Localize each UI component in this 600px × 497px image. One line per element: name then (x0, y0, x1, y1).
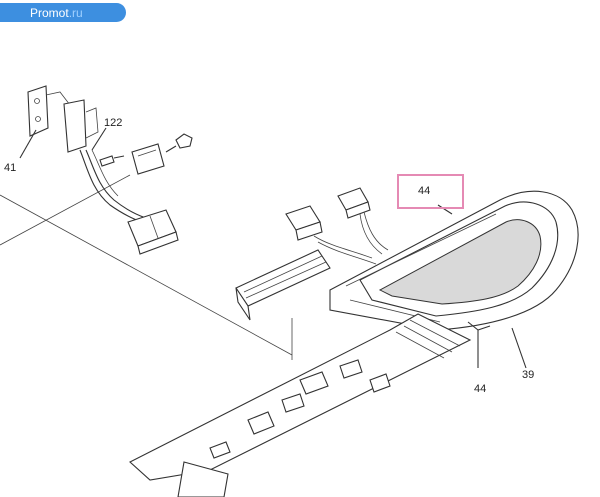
callout-41: 41 (4, 162, 16, 174)
leader-lines (437, 204, 527, 369)
callout-122: 122 (104, 117, 122, 129)
watermark-tld: .ru (68, 5, 83, 20)
harness-loop-part-39 (329, 190, 579, 331)
watermark-site: Promot (30, 5, 69, 20)
bracket-part-41 (19, 85, 71, 159)
perspective-frame (0, 174, 293, 360)
harness-connectors (285, 187, 389, 265)
main-connector-block (235, 249, 331, 321)
screw-small (99, 155, 125, 167)
screw-top (165, 133, 193, 153)
sensor-cable-part-122 (63, 99, 147, 223)
callout-44-bottom: 44 (474, 383, 486, 395)
callout-39: 39 (522, 369, 534, 381)
mount-plate (131, 143, 165, 175)
flat-ribbon-cable (129, 313, 472, 497)
callout-44-top: 44 (418, 185, 430, 197)
site-watermark-badge: Promot.ru (0, 3, 126, 22)
sensor-connector (127, 209, 179, 255)
highlight-box (397, 174, 464, 209)
